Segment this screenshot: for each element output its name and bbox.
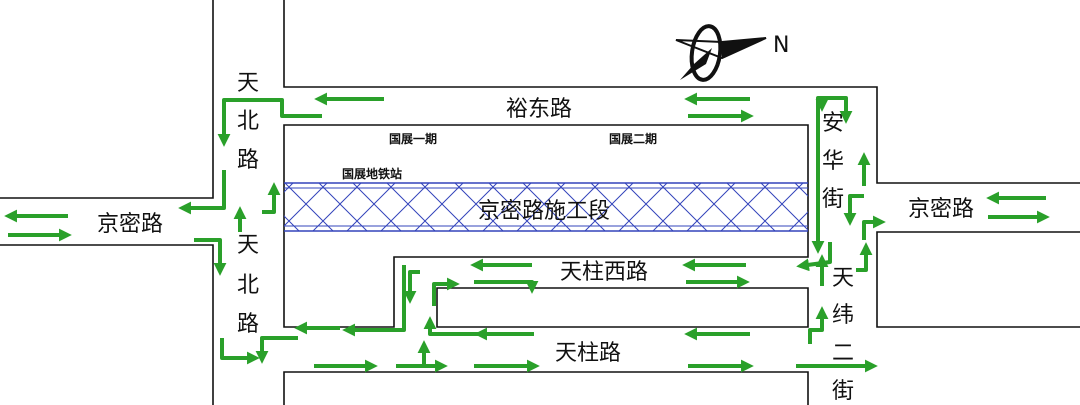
road-label-tianbei-upper-2: 北 (237, 109, 259, 134)
road-label-anhua-1: 安 (822, 111, 844, 136)
arrow-icon (194, 238, 227, 276)
area-labels: 国展一期 国展二期 国展地铁站 京密路施工段 (342, 131, 657, 224)
arrow-icon (217, 98, 322, 147)
road-label-jingmi-right: 京密路 (908, 197, 974, 222)
diversion-arrows (4, 92, 1050, 373)
road-label-anhua-3: 街 (822, 187, 844, 212)
arrow-icon (843, 194, 864, 226)
compass-north-label: N (773, 33, 789, 58)
road-label-tianbei-upper-3: 路 (237, 148, 259, 173)
area-label-construction: 京密路施工段 (478, 199, 610, 224)
arrow-icon (423, 316, 488, 336)
arrow-icon (474, 280, 539, 294)
road-label-anhua-2: 华 (822, 149, 844, 174)
area-label-phase1: 国展一期 (389, 131, 437, 146)
road-label-tianzhuxi: 天柱西路 (560, 260, 648, 285)
road-label-yudong: 裕东路 (506, 97, 572, 122)
arrow-icon (262, 182, 281, 214)
road-label-tianwei-4: 街 (832, 379, 854, 404)
road-label-tianbei-lower-3: 路 (237, 312, 259, 337)
arrow-icon (255, 336, 298, 364)
arrow-icon (796, 242, 832, 272)
arrow-icon (342, 265, 406, 337)
arrow-icon (220, 338, 260, 365)
road-label-tianbei-lower-2: 北 (237, 273, 259, 298)
road-label-tianwei-1: 天 (832, 266, 854, 291)
arrow-icon (862, 215, 886, 240)
road-labels: 京密路 京密路 裕东路 天柱西路 天柱路 天 北 路 天 北 路 安 华 街 天… (97, 71, 974, 404)
area-label-phase2: 国展二期 (609, 131, 657, 146)
arrow-icon (856, 242, 873, 272)
road-label-tianwei-3: 二 (832, 341, 854, 366)
area-label-station: 国展地铁站 (342, 166, 402, 181)
arrow-icon (432, 277, 460, 306)
road-label-tianzhu: 天柱路 (555, 341, 621, 366)
road-label-tianbei-lower-1: 天 (237, 233, 259, 258)
arrow-icon (403, 270, 420, 304)
road-label-jingmi-left: 京密路 (97, 212, 163, 237)
arrow-icon (178, 170, 226, 215)
road-label-tianwei-2: 纬 (832, 303, 854, 328)
road-label-tianbei-upper-1: 天 (237, 71, 259, 96)
construction-zone (284, 182, 808, 232)
compass-icon: N (675, 24, 789, 82)
arrow-icon (808, 306, 829, 344)
